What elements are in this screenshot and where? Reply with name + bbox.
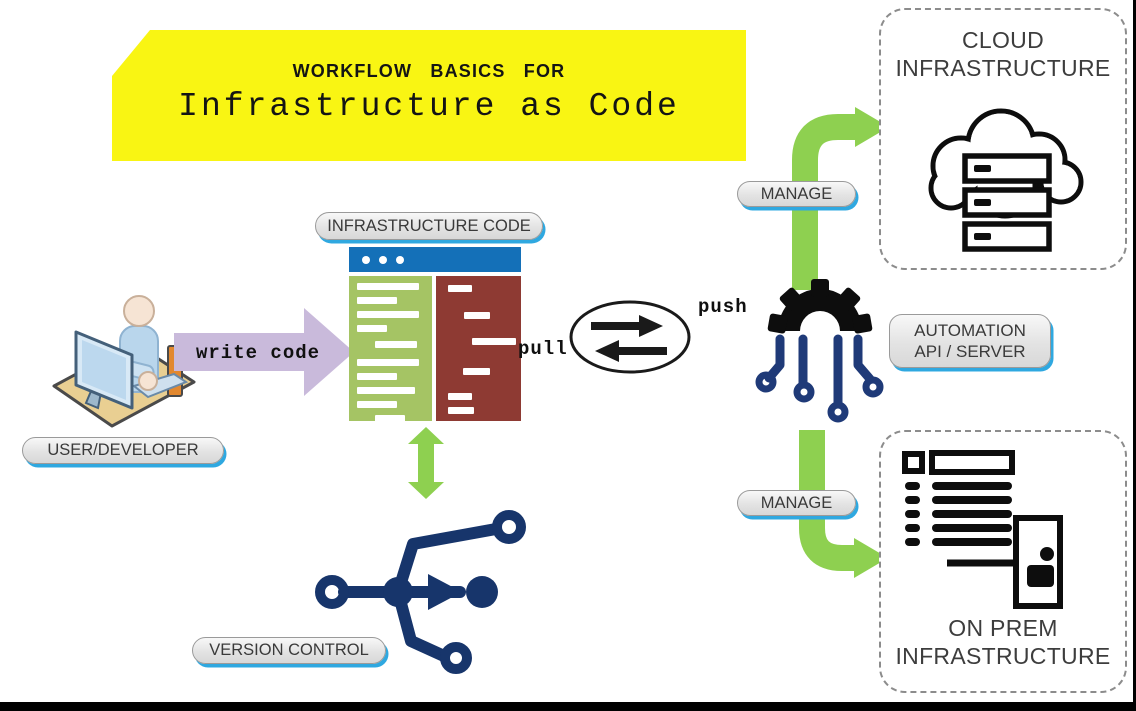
manage-bottom-text: MANAGE xyxy=(760,493,833,512)
automation-label-line1: AUTOMATION xyxy=(914,320,1026,340)
onprem-server-door-icon xyxy=(902,450,1063,609)
write-code-arrow-icon xyxy=(174,308,354,396)
onprem-title-line1: ON PREM xyxy=(948,615,1058,641)
right-frame-bar xyxy=(1133,0,1136,711)
automation-label-line2: API / SERVER xyxy=(914,342,1026,361)
onprem-box-title: ON PREM INFRASTRUCTURE xyxy=(881,614,1125,670)
pull-label: pull xyxy=(518,338,568,360)
banner-kicker: WORKFLOW BASICS FOR xyxy=(292,60,566,81)
onprem-title-line2: INFRASTRUCTURE xyxy=(895,643,1111,670)
code-panel-right xyxy=(436,276,521,421)
onprem-infrastructure-box: ON PREM INFRASTRUCTURE xyxy=(879,430,1127,693)
write-code-label: write code xyxy=(196,342,321,364)
cloud-servers-icon xyxy=(928,108,1084,252)
window-dot-icon xyxy=(362,255,370,264)
manage-top-label: MANAGE xyxy=(737,181,856,207)
sync-double-arrow-icon xyxy=(408,427,444,499)
manage-bottom-label: MANAGE xyxy=(737,490,856,516)
cloud-box-title: CLOUD INFRASTRUCTURE xyxy=(881,26,1125,82)
cloud-infrastructure-box: CLOUD INFRASTRUCTURE xyxy=(879,8,1127,270)
infrastructure-code-text: INFRASTRUCTURE CODE xyxy=(327,216,531,235)
code-window-titlebar xyxy=(349,247,521,272)
title-banner: WORKFLOW BASICS FOR Infrastructure as Co… xyxy=(112,30,746,161)
user-developer-text: USER/DEVELOPER xyxy=(47,441,199,459)
automation-api-server-label: AUTOMATION API / SERVER xyxy=(889,314,1051,368)
bottom-frame-bar xyxy=(0,702,1136,711)
code-panel-left xyxy=(349,276,432,422)
infrastructure-code-label: INFRASTRUCTURE CODE xyxy=(315,212,543,240)
cloud-title-line2: INFRASTRUCTURE xyxy=(895,55,1111,82)
manage-arrow-down-icon xyxy=(799,430,888,578)
window-dot-icon xyxy=(379,255,387,264)
manage-arrow-up-icon xyxy=(792,107,889,290)
version-control-label: VERSION CONTROL xyxy=(192,637,386,664)
window-dot-icon xyxy=(396,255,404,264)
user-developer-label: USER/DEVELOPER xyxy=(22,437,224,464)
version-control-text: VERSION CONTROL xyxy=(209,641,369,659)
sync-push-pull-icon xyxy=(569,300,691,374)
push-label: push xyxy=(698,296,748,318)
cloud-title-line1: CLOUD xyxy=(961,27,1044,53)
manage-top-text: MANAGE xyxy=(760,184,833,203)
code-window-icon xyxy=(349,247,521,422)
gear-circuit-icon xyxy=(755,279,884,423)
banner-title: Infrastructure as Code xyxy=(178,87,680,125)
git-branch-icon xyxy=(315,510,526,674)
user-at-desk-icon xyxy=(52,295,196,428)
